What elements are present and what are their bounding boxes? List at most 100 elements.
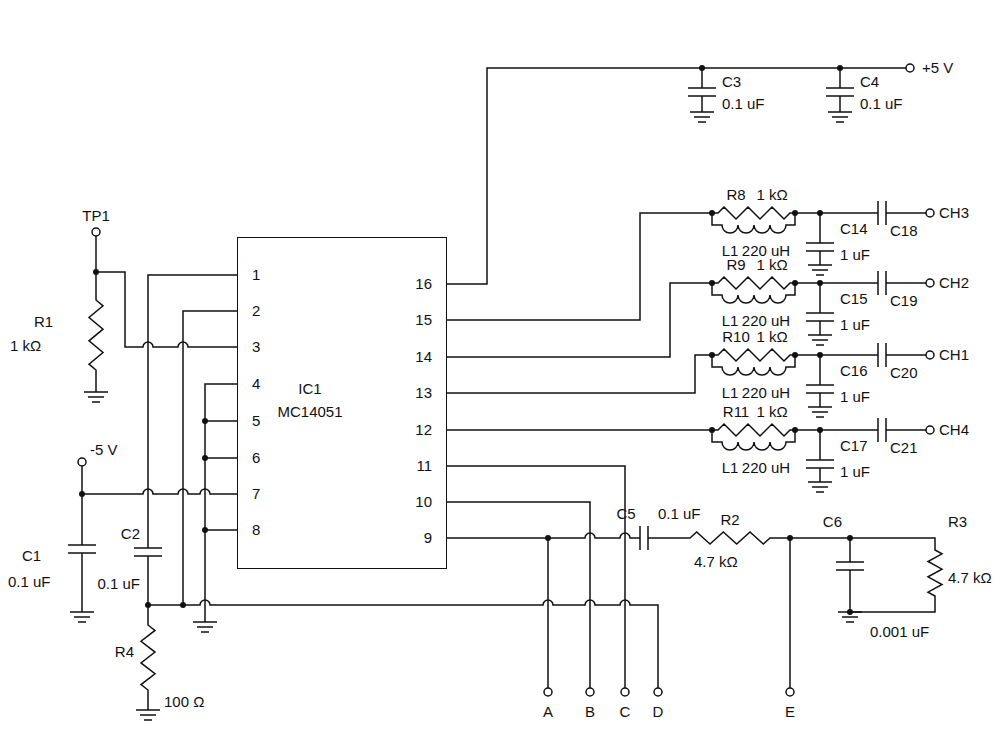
inductor-symbol (712, 213, 795, 233)
ground-symbol (193, 622, 217, 632)
component-label: 4.7 kΩ (948, 570, 992, 587)
component-label: R1 (34, 314, 53, 331)
component-label: L1 (722, 385, 739, 402)
component-label: 0.1 uF (97, 576, 140, 593)
inductor-symbol (712, 283, 795, 303)
pin-number: 5 (252, 413, 260, 430)
wire (819, 355, 821, 385)
component-label: 1 kΩ (756, 257, 787, 274)
component-label: 0.1 uF (722, 96, 765, 113)
component-label: R8 (726, 187, 745, 204)
component-label: R10 (722, 329, 750, 346)
component-label: 220 uH (742, 313, 790, 330)
wire (886, 212, 926, 214)
wire (447, 466, 625, 688)
component-label: C17 (840, 438, 868, 455)
wire (82, 489, 237, 494)
wire (148, 600, 658, 688)
wire (205, 457, 237, 459)
component-label: 0.001 uF (870, 624, 929, 641)
resistor-symbol (710, 277, 878, 289)
component-label: L1 (722, 460, 739, 477)
wire (95, 236, 97, 272)
junction-dot (817, 280, 823, 286)
capacitor-symbol (878, 201, 886, 225)
junction-dot (180, 602, 186, 608)
terminal (586, 688, 594, 696)
component-label: C2 (121, 526, 140, 543)
component-label: 1 uF (840, 317, 870, 334)
component-label: C6 (823, 514, 842, 531)
terminal (78, 458, 86, 466)
wire (839, 96, 841, 112)
junction-dot (202, 455, 208, 461)
junction-dot (709, 210, 715, 216)
junction-dot (792, 427, 798, 433)
wire (849, 570, 851, 612)
component-label: C4 (860, 74, 879, 91)
ground-symbol (136, 710, 160, 720)
component-label: 1 uF (840, 389, 870, 406)
resistor-symbol (141, 605, 155, 710)
component-label: C (620, 704, 631, 721)
terminal (926, 351, 934, 359)
junction-dot (817, 210, 823, 216)
component-label: 0.1 uF (860, 96, 903, 113)
ground-symbol (808, 265, 832, 275)
component-label: C1 (22, 548, 41, 565)
junction-dot (709, 427, 715, 433)
component-label: C14 (840, 221, 868, 238)
wire (547, 538, 549, 688)
junction-dot (817, 427, 823, 433)
component-label: C20 (890, 365, 918, 382)
pin-number: 1 (252, 267, 260, 284)
inductor-symbol (712, 355, 795, 375)
component-label: 0.1 uF (8, 574, 51, 591)
inductor-symbol (712, 430, 795, 450)
junction-dot (145, 602, 151, 608)
junction-dot (202, 418, 208, 424)
wire (819, 321, 821, 335)
terminal (621, 688, 629, 696)
pin-number: 10 (415, 494, 432, 511)
capacitor-symbol (640, 526, 648, 550)
component-label: 1 kΩ (756, 404, 787, 421)
pin-number: 6 (252, 450, 260, 467)
wire (447, 68, 906, 284)
pin-number: 15 (415, 312, 432, 329)
wire (886, 354, 926, 356)
junction-dot (847, 609, 853, 615)
wire (96, 272, 237, 347)
ground-symbol (70, 612, 94, 622)
ground-symbol (690, 112, 714, 122)
ground-symbol (808, 407, 832, 417)
component-label: C16 (840, 363, 868, 380)
wire (819, 213, 821, 243)
component-label: R9 (726, 257, 745, 274)
wire (819, 251, 821, 265)
wire (147, 556, 149, 605)
component-label: B (585, 704, 595, 721)
wire (789, 538, 791, 688)
pin-number: 11 (416, 458, 432, 475)
resistor-symbol (89, 272, 103, 392)
wire (701, 96, 703, 112)
wire (819, 283, 821, 313)
wire (81, 553, 83, 612)
junction-dot (792, 210, 798, 216)
terminal (92, 228, 100, 236)
component-label: 1 uF (840, 464, 870, 481)
component-label: 220 uH (742, 460, 790, 477)
capacitor-symbol (878, 271, 886, 295)
junction-dot (792, 280, 798, 286)
resistor-symbol (710, 349, 878, 361)
component-label: 0.1 uF (658, 506, 701, 523)
junction-dot (79, 491, 85, 497)
junction-dot (202, 527, 208, 533)
component-label: +5 V (922, 60, 953, 77)
junction-dot (837, 65, 843, 71)
pin-number: 7 (252, 486, 260, 503)
component-label: 220 uH (742, 385, 790, 402)
capacitor-symbol (806, 385, 834, 393)
